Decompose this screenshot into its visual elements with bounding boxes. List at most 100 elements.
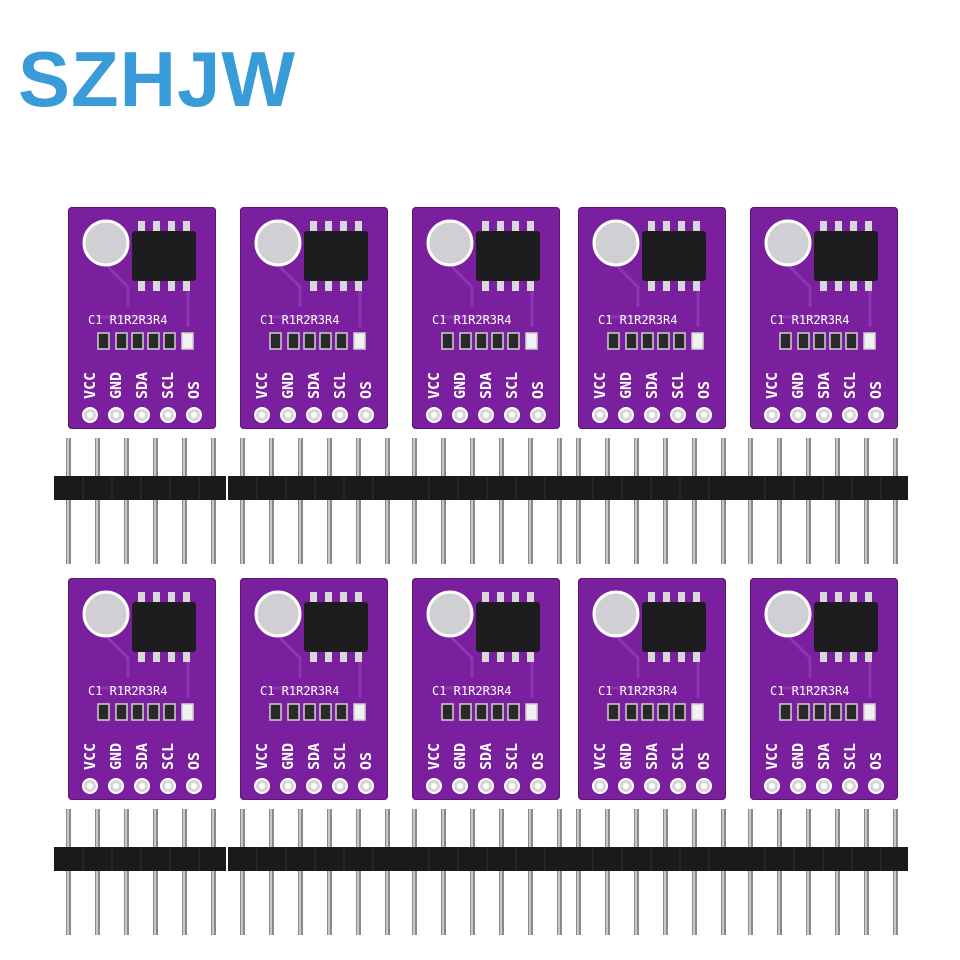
- mounting-hole: [254, 219, 302, 267]
- pin-label-sda: SDA: [815, 743, 833, 770]
- component-label: C1 R1R2R3R4: [598, 313, 677, 327]
- ic-chip: [132, 231, 196, 281]
- pin-label-scl: SCL: [841, 743, 859, 770]
- pin-label-vcc: VCC: [81, 743, 99, 770]
- pin-label-os: OS: [357, 381, 375, 399]
- pin-label-vcc: VCC: [253, 743, 271, 770]
- pin-label-scl: SCL: [669, 372, 687, 399]
- ic-chip: [476, 231, 540, 281]
- pin-label-gnd: GND: [107, 743, 125, 770]
- pin-label-os: OS: [695, 752, 713, 770]
- pin-label-vcc: VCC: [425, 743, 443, 770]
- pin-header-strip: [226, 807, 402, 937]
- pin-label-gnd: GND: [279, 743, 297, 770]
- pin-label-scl: SCL: [159, 743, 177, 770]
- pin-label-os: OS: [529, 752, 547, 770]
- ic-chip: [814, 602, 878, 652]
- pin-header-strip: [226, 436, 402, 566]
- pin-label-scl: SCL: [841, 372, 859, 399]
- pin-label-os: OS: [529, 381, 547, 399]
- ic-chip: [304, 602, 368, 652]
- pin-label-os: OS: [185, 381, 203, 399]
- pin-label-sda: SDA: [133, 743, 151, 770]
- pin-label-sda: SDA: [477, 372, 495, 399]
- pin-label-sda: SDA: [477, 743, 495, 770]
- pin-label-vcc: VCC: [591, 743, 609, 770]
- pin-label-os: OS: [867, 381, 885, 399]
- brand-logo-text: SZHJW: [18, 35, 296, 123]
- mounting-hole: [426, 590, 474, 638]
- pin-label-gnd: GND: [617, 372, 635, 399]
- pin-header-strip: [398, 807, 574, 937]
- mounting-hole: [592, 590, 640, 638]
- pin-label-gnd: GND: [789, 372, 807, 399]
- header-housing: [400, 476, 572, 500]
- pin-header-strip: [562, 807, 738, 937]
- pin-label-os: OS: [357, 752, 375, 770]
- pin-label-gnd: GND: [279, 372, 297, 399]
- component-label: C1 R1R2R3R4: [770, 313, 849, 327]
- pin-label-sda: SDA: [643, 743, 661, 770]
- pin-label-sda: SDA: [133, 372, 151, 399]
- pin-header-strip: [398, 436, 574, 566]
- mounting-hole: [764, 590, 812, 638]
- pin-label-scl: SCL: [503, 743, 521, 770]
- header-housing: [228, 476, 400, 500]
- pin-label-gnd: GND: [107, 372, 125, 399]
- ic-chip: [814, 231, 878, 281]
- ic-chip: [304, 231, 368, 281]
- ic-chip: [642, 602, 706, 652]
- pin-header-strip: [52, 436, 228, 566]
- component-label: C1 R1R2R3R4: [88, 684, 167, 698]
- component-label: C1 R1R2R3R4: [260, 684, 339, 698]
- pin-label-vcc: VCC: [425, 372, 443, 399]
- pin-header-strip: [734, 807, 910, 937]
- pin-label-os: OS: [867, 752, 885, 770]
- pin-label-vcc: VCC: [591, 372, 609, 399]
- pin-label-os: OS: [695, 381, 713, 399]
- header-housing: [736, 476, 908, 500]
- pin-label-vcc: VCC: [81, 372, 99, 399]
- pin-label-gnd: GND: [789, 743, 807, 770]
- pin-label-sda: SDA: [305, 743, 323, 770]
- pin-label-gnd: GND: [451, 743, 469, 770]
- pin-label-scl: SCL: [669, 743, 687, 770]
- pin-label-vcc: VCC: [763, 372, 781, 399]
- component-label: C1 R1R2R3R4: [432, 684, 511, 698]
- mounting-hole: [254, 590, 302, 638]
- header-housing: [736, 847, 908, 871]
- mounting-hole: [592, 219, 640, 267]
- mounting-hole: [82, 219, 130, 267]
- ic-chip: [132, 602, 196, 652]
- header-housing: [400, 847, 572, 871]
- pin-label-gnd: GND: [451, 372, 469, 399]
- mounting-hole: [82, 590, 130, 638]
- mounting-hole: [764, 219, 812, 267]
- mounting-hole: [426, 219, 474, 267]
- pin-label-gnd: GND: [617, 743, 635, 770]
- header-housing: [54, 476, 226, 500]
- component-label: C1 R1R2R3R4: [88, 313, 167, 327]
- component-label: C1 R1R2R3R4: [598, 684, 677, 698]
- pin-label-os: OS: [185, 752, 203, 770]
- header-housing: [54, 847, 226, 871]
- pin-header-strip: [52, 807, 228, 937]
- pin-label-sda: SDA: [305, 372, 323, 399]
- header-housing: [564, 476, 736, 500]
- pin-label-scl: SCL: [331, 743, 349, 770]
- ic-chip: [476, 602, 540, 652]
- pin-label-vcc: VCC: [763, 743, 781, 770]
- pin-label-sda: SDA: [643, 372, 661, 399]
- pin-header-strip: [562, 436, 738, 566]
- header-housing: [228, 847, 400, 871]
- pin-label-scl: SCL: [331, 372, 349, 399]
